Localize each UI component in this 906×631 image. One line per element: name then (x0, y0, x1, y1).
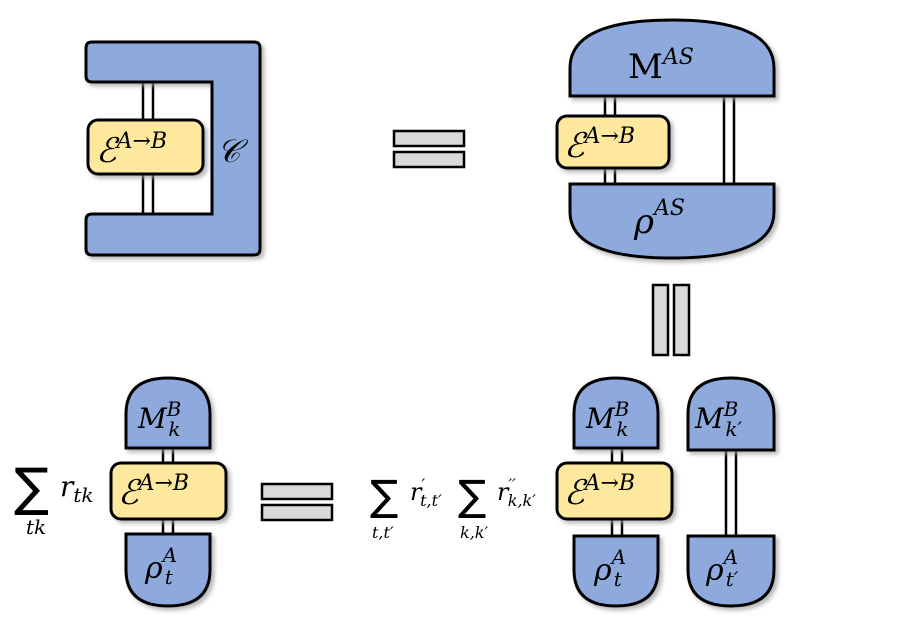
joint-right-wire (722, 96, 736, 186)
sum-tt-index: t,t′ (372, 523, 394, 542)
state-AS-shape (568, 182, 776, 260)
comb-channel-box (86, 118, 205, 176)
single-channel-box (109, 461, 228, 521)
product-left-lower-wire (610, 518, 624, 536)
sum-tk-coefficient: rtk (60, 470, 94, 507)
sum-tk-expression: ∑ tk rtk (14, 458, 94, 539)
joint-channel-box (555, 114, 671, 170)
product-state-t-shape (572, 534, 660, 608)
state-t-shape (124, 532, 212, 608)
comb-upper-wire (141, 82, 155, 120)
comb-channel-label: ℰA→B (96, 129, 167, 171)
sum-kk-symbol: ∑ (458, 471, 486, 520)
state-AS-label: ρAS (633, 196, 685, 242)
product-state-tprime-shape (686, 534, 776, 608)
equals-sign-top (392, 129, 466, 169)
equals-sign-bottom (260, 482, 334, 522)
joint-diagram: MAS ρAS ℰA→B (555, 18, 776, 260)
product-measurement-kprime-shape (686, 376, 776, 452)
joint-channel-label: ℰA→B (564, 124, 635, 166)
measurement-AS-label: MAS (628, 45, 694, 87)
single-channel-label: ℰA→B (118, 471, 189, 513)
measurement-AS-shape (568, 18, 776, 98)
sum-tt-coefficient: r′t,t′ (410, 475, 442, 510)
product-channel-box (555, 461, 674, 521)
sum-tk-symbol: ∑ (14, 458, 49, 518)
product-right-wire (724, 448, 738, 536)
single-lower-wire (161, 518, 175, 534)
sum-tt-expression: ∑ t,t′ r′t,t′ ∑ k,k′ r′′k,k′ (370, 471, 536, 542)
sum-tt-symbol: ∑ (370, 471, 398, 520)
equals-sign-vertical (651, 283, 691, 357)
comb-diagram: ℰA→B 𝒞 (84, 40, 262, 257)
sum-tk-index: tk (26, 515, 46, 539)
comb-shape (84, 40, 262, 257)
product-measurement-k-shape (572, 376, 660, 450)
sum-kk-coefficient: r′′k,k′ (497, 475, 536, 510)
comb-lower-wire (141, 174, 155, 214)
measurement-k-shape (124, 376, 212, 450)
product-channel-label: ℰA→B (564, 471, 635, 513)
sum-kk-index: k,k′ (460, 523, 488, 542)
